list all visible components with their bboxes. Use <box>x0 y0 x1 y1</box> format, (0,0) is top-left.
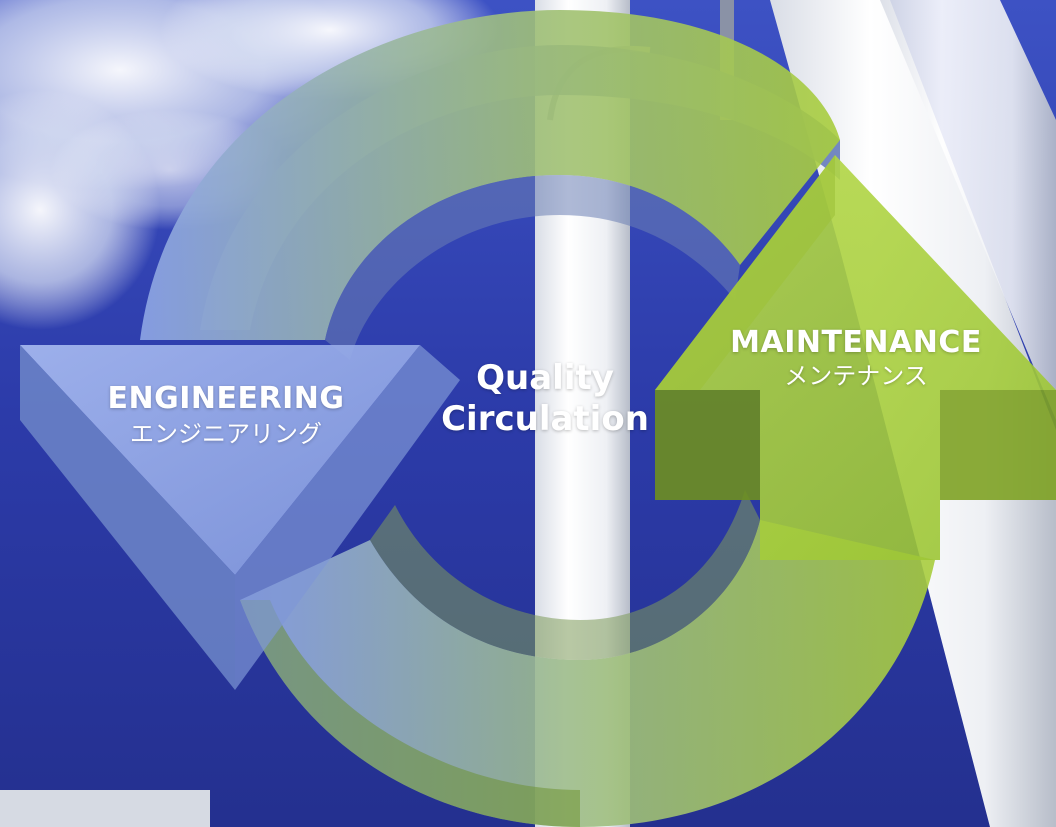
engineering-label-jp: エンジニアリング <box>130 419 322 448</box>
quality-circulation-label: Quality Circulation <box>420 358 670 440</box>
maintenance-label-jp: メンテナンス <box>784 361 928 390</box>
maintenance-label: MAINTENANCE メンテナンス <box>716 325 996 390</box>
maintenance-arrow <box>655 155 1056 560</box>
engineering-label-en: ENGINEERING <box>107 381 345 416</box>
center-label-line1: Quality <box>476 358 614 398</box>
center-label-line2: Circulation <box>441 398 649 439</box>
engineering-label: ENGINEERING エンジニアリング <box>96 381 356 448</box>
ring-arrows <box>140 10 935 827</box>
maintenance-label-en: MAINTENANCE <box>730 325 982 360</box>
engineering-arrow <box>20 345 460 690</box>
